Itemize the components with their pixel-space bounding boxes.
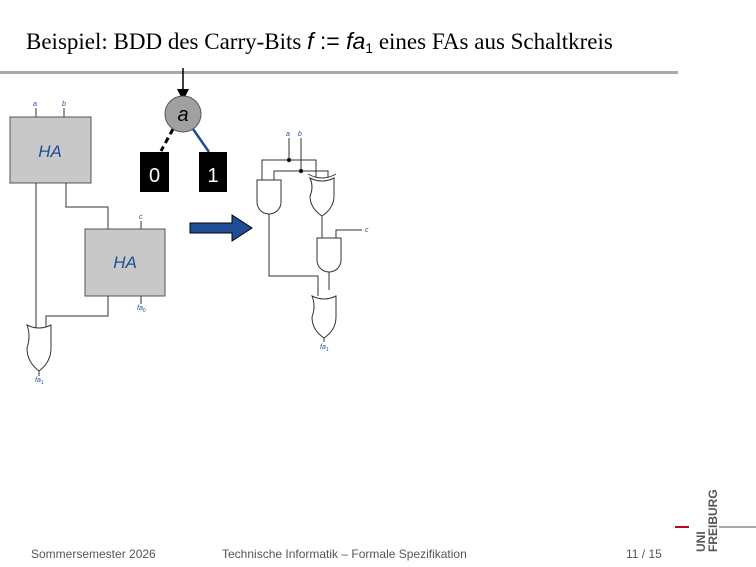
right-output-fa1-label: fa1: [320, 344, 329, 353]
left-input-a-label: a: [33, 101, 37, 108]
logo-text-freiburg: FREIBURG: [706, 489, 720, 552]
left-output-fa0-label: fa0: [137, 305, 146, 314]
title-text: Beispiel: BDD des Carry-Bits: [26, 29, 308, 54]
slide-title: Beispiel: BDD des Carry-Bits f := fa1 ei…: [26, 28, 613, 56]
half-adder-top: [9, 116, 92, 184]
left-output-fa1-label: fa1: [35, 377, 44, 386]
title-assign: :=: [313, 28, 347, 54]
left-input-c-label: c: [139, 214, 143, 221]
bdd-low-edge: [159, 128, 175, 152]
title-rest: eines FAs aus Schaltkreis: [373, 29, 613, 54]
half-adder-top-label: HA: [38, 142, 62, 161]
left-circuit: [9, 108, 166, 376]
bdd-terminal-zero-label: 0: [149, 165, 160, 187]
title-rule: [0, 71, 678, 74]
or-gate-right: [311, 294, 337, 339]
or-gate-left: [26, 323, 52, 372]
right-input-c-label: c: [365, 227, 369, 234]
left-input-b-label: b: [62, 101, 66, 108]
footer-semester: Sommersemester 2026: [31, 547, 156, 561]
bdd-node-a-label: a: [177, 104, 188, 126]
bdd-node-a: [164, 95, 202, 133]
logo-text-uni: UNI: [694, 531, 708, 552]
bdd-diagram: a 0 1: [140, 68, 227, 192]
footer-page-number: 11 / 15: [626, 547, 662, 561]
footer-course: Technische Informatik – Formale Spezifik…: [222, 547, 467, 561]
right-input-a-label: a: [286, 131, 290, 138]
and-gate-1: [256, 179, 282, 215]
bdd-high-edge: [191, 128, 211, 153]
bdd-terminal-one-label: 1: [207, 165, 218, 187]
title-math-f: f: [307, 28, 314, 54]
bdd-terminal-one: [199, 152, 227, 192]
title-math-sub: 1: [365, 40, 374, 56]
transform-arrow-icon: [189, 214, 253, 242]
right-circuit: [256, 138, 362, 342]
right-input-b-label: b: [298, 131, 302, 138]
half-adder-bottom: [84, 228, 166, 297]
xor-gate: [308, 176, 335, 217]
half-adder-bottom-label: HA: [113, 253, 137, 272]
and-gate-2: [316, 237, 342, 273]
title-math-fa: fa: [346, 28, 366, 54]
bdd-terminal-zero: [140, 152, 169, 192]
university-logo: UNI FREIBURG: [675, 489, 756, 552]
